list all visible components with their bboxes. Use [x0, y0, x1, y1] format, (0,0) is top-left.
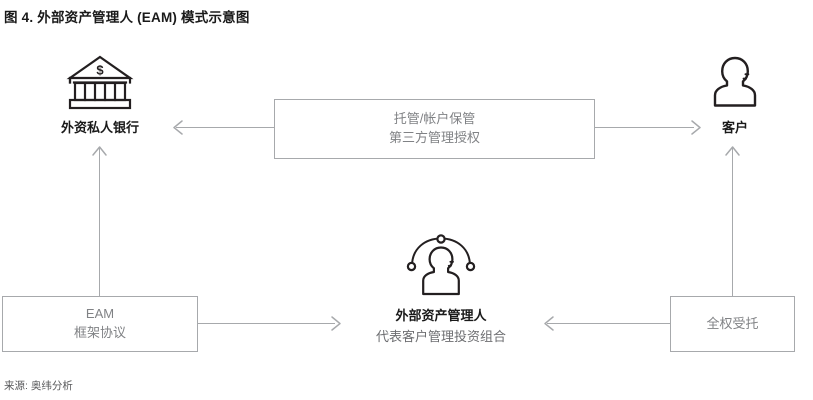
- node-foreign-private-bank-label: 外资私人银行: [60, 120, 139, 135]
- connector-discretionary-to-client-arrowhead: [725, 146, 740, 156]
- box-eam-agreement-line1: EAM: [85, 306, 115, 322]
- node-foreign-private-bank: $ 外资私人银行: [20, 54, 180, 136]
- person-network-icon: [401, 234, 481, 300]
- node-client-label: 客户: [721, 120, 748, 135]
- figure-title: 图 4. 外部资产管理人 (EAM) 模式示意图: [4, 10, 250, 25]
- box-custody-line1: 托管/帐户保管: [393, 111, 476, 127]
- connector-custody-to-client-arrowhead: [691, 120, 701, 135]
- person-icon: [707, 54, 763, 110]
- connector-discretionary-to-client-line: [732, 148, 734, 296]
- connector-agreement-to-manager-arrowhead: [331, 316, 341, 331]
- node-external-asset-manager-label: 外部资产管理人: [395, 308, 487, 323]
- node-external-asset-manager: 外部资产管理人 代表客户管理投资组合: [335, 234, 547, 345]
- node-client: 客户: [675, 54, 795, 136]
- box-eam-agreement: EAM 框架协议: [2, 296, 198, 352]
- connector-agreement-to-manager-line: [198, 323, 335, 325]
- box-custody: 托管/帐户保管 第三方管理授权: [274, 99, 595, 159]
- connector-agreement-to-bank-arrowhead: [92, 146, 107, 156]
- connector-agreement-to-bank-line: [99, 148, 101, 296]
- connector-custody-to-bank-arrowhead: [173, 120, 183, 135]
- box-discretionary: 全权受托: [670, 296, 795, 352]
- box-discretionary-line1: 全权受托: [706, 315, 759, 331]
- connector-custody-to-bank-line: [176, 127, 275, 129]
- source-note: 来源: 奥纬分析: [4, 380, 73, 392]
- connector-custody-to-client-line: [595, 127, 694, 129]
- box-eam-agreement-line2: 框架协议: [73, 325, 126, 340]
- node-external-asset-manager-sublabel: 代表客户管理投资组合: [375, 329, 506, 344]
- box-custody-line2: 第三方管理授权: [388, 130, 480, 145]
- bank-icon: $: [66, 54, 134, 110]
- connector-discretionary-to-manager-arrowhead: [544, 316, 554, 331]
- svg-text:$: $: [96, 63, 104, 78]
- connector-discretionary-to-manager-line: [547, 323, 671, 325]
